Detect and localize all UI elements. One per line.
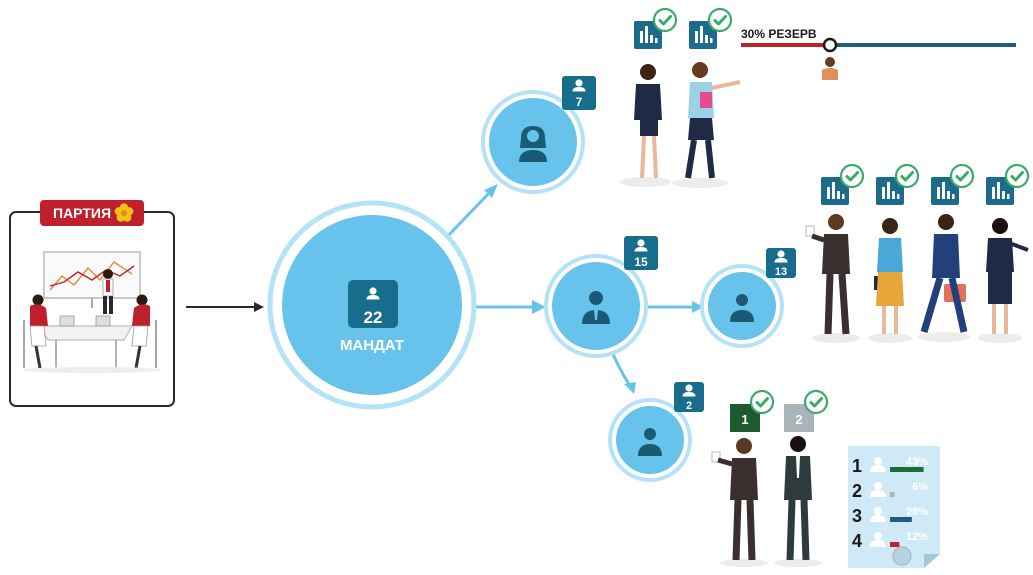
- ballot-person-body: [870, 465, 886, 472]
- ballot-person-body: [870, 515, 886, 522]
- ballot-rows: 1 43% 2 6% 3 28% 4 12%: [852, 456, 928, 551]
- reserve-woman-icon: [822, 57, 838, 80]
- ballot-row: 3 28%: [852, 506, 928, 526]
- check-icon: [803, 389, 829, 415]
- check-icon: [894, 163, 920, 189]
- check-icon: [707, 7, 733, 33]
- women-candidates: [619, 7, 741, 188]
- small-count: 2: [686, 400, 692, 412]
- ballot-row-number: 4: [852, 531, 862, 551]
- ballot-percentage: 43%: [906, 456, 928, 468]
- candidate-2-number: 2: [795, 412, 802, 427]
- arrow-icon: [186, 302, 264, 312]
- ballot-person-icon: [874, 507, 882, 515]
- check-icon: [749, 389, 775, 415]
- check-icon: [839, 163, 865, 189]
- mandate-label: МАНДАТ: [340, 337, 404, 354]
- ballot-sheet: [848, 446, 940, 568]
- ballot-person-body: [870, 490, 886, 497]
- mandate-count: 22: [364, 308, 383, 327]
- ballot-bar: [890, 492, 895, 497]
- flower-icon: [114, 203, 134, 222]
- ballot-person-icon: [874, 482, 882, 490]
- women-node: 7: [481, 76, 596, 194]
- men-count: 15: [634, 255, 648, 269]
- party-tag: ПАРТИЯ: [40, 200, 144, 226]
- ballot-bar: [890, 467, 924, 472]
- women-count: 7: [576, 95, 583, 109]
- ballot-row: 1 43%: [852, 456, 928, 476]
- ballot-person-body: [870, 540, 886, 547]
- main-mandate-node: 22 МАНДАТ: [267, 200, 477, 410]
- ballot-row-number: 2: [852, 481, 862, 501]
- reserve-label: 30% РЕЗЕРВ: [741, 27, 817, 41]
- man-icon: [730, 294, 754, 322]
- candidate-1-number: 1: [741, 412, 748, 427]
- ballot-row-number: 1: [852, 456, 862, 476]
- group-count: 13: [775, 266, 787, 278]
- check-icon: [1004, 163, 1030, 189]
- ballot-percentage: 6%: [912, 481, 928, 493]
- party-label: ПАРТИЯ: [53, 205, 111, 221]
- final-candidates: 1 2: [711, 389, 829, 567]
- man-icon: [582, 291, 610, 324]
- check-icon: [652, 7, 678, 33]
- candidate-1-badge: 1: [730, 389, 775, 432]
- ballot-row: 2 6%: [852, 481, 928, 501]
- woman-icon: [519, 126, 547, 162]
- party-box: ПАРТИЯ: [9, 200, 175, 407]
- ballot-percentage: 28%: [906, 506, 928, 518]
- ballot-bar: [890, 542, 900, 547]
- meeting-illustration: [22, 251, 162, 373]
- ballot-person-icon: [874, 532, 882, 540]
- ballot-row-number: 3: [852, 506, 862, 526]
- small-node: 2: [608, 382, 704, 482]
- men-node: 15: [544, 236, 658, 358]
- ballot-percentage: 12%: [906, 531, 928, 543]
- reserve-bar: 30% РЕЗЕРВ: [741, 27, 1016, 80]
- ballot-bar: [890, 517, 912, 522]
- man-icon: [638, 428, 662, 456]
- group-node: 13: [700, 248, 796, 348]
- ballot-row: 4 12%: [852, 531, 928, 551]
- check-icon: [949, 163, 975, 189]
- group-candidates: [805, 163, 1030, 343]
- ballot-person-icon: [874, 457, 882, 465]
- candidate-2-badge: 2: [784, 389, 829, 432]
